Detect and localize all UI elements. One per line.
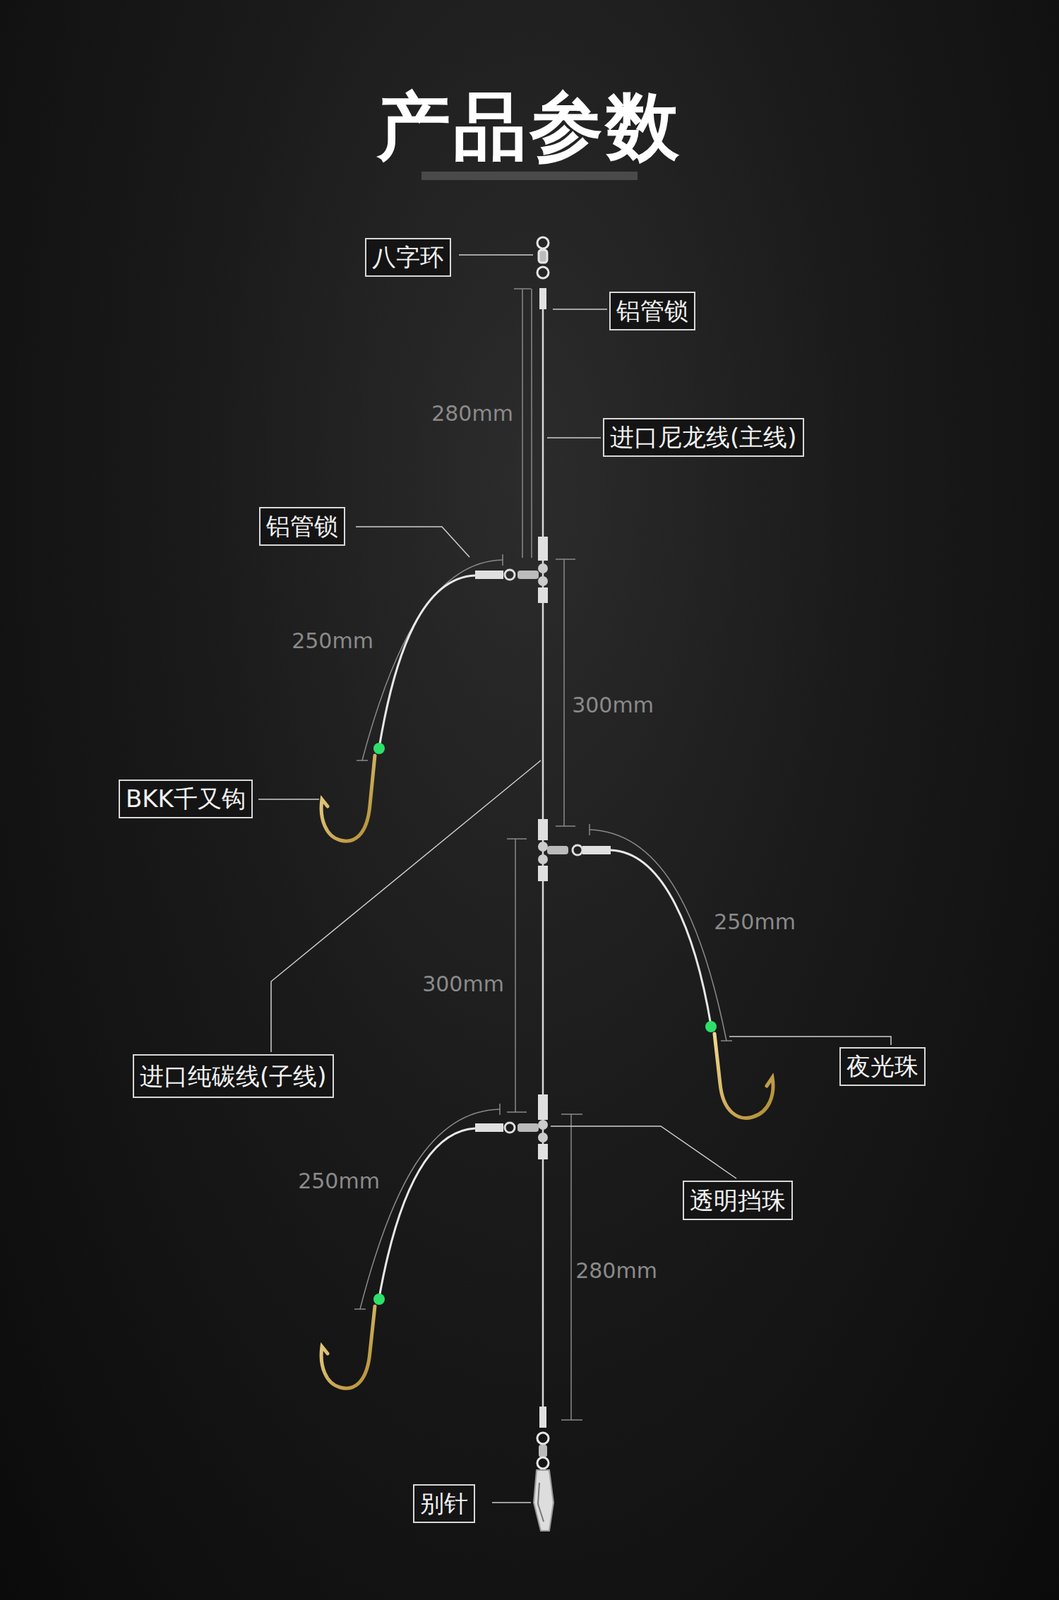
title-underline: [421, 171, 638, 181]
label-box: 夜光珠: [839, 1046, 926, 1086]
box-text: 八字环: [372, 242, 445, 273]
label-box: 铝管锁: [259, 506, 346, 546]
branch-2: [537, 818, 774, 1118]
dimension-label: 280mm: [572, 1258, 661, 1283]
dimension-label: 250mm: [295, 1168, 383, 1194]
box-text: 进口尼龙线(主线): [609, 422, 798, 453]
box-text: BKK千又钩: [125, 783, 246, 815]
box-text: 铝管锁: [616, 295, 689, 327]
top-crimp: [539, 288, 547, 310]
label-box: 进口尼龙线(主线): [602, 417, 805, 457]
box-text: 夜光珠: [846, 1051, 919, 1082]
branch-3: [321, 1094, 548, 1388]
dimension-label: 280mm: [428, 401, 517, 426]
label-box: 别针: [413, 1484, 476, 1523]
branch-1: [321, 536, 548, 841]
label-box: 透明挡珠: [682, 1180, 793, 1220]
box-text: 铝管锁: [266, 511, 339, 542]
dimension-label: 250mm: [710, 909, 799, 935]
diagram-title: 产品参数: [377, 78, 682, 178]
bottom-snap: [533, 1406, 554, 1531]
box-text: 透明挡珠: [689, 1185, 786, 1216]
label-box: 铝管锁: [609, 291, 696, 331]
dimension-label: 300mm: [569, 692, 657, 718]
label-box: 进口纯碳线(子线): [132, 1054, 334, 1098]
box-text: 进口纯碳线(子线): [139, 1061, 327, 1092]
dimension-label: 250mm: [288, 628, 377, 654]
label-box: BKK千又钩: [118, 779, 253, 819]
label-box: 八字环: [365, 237, 452, 277]
top-swivel: [537, 237, 549, 279]
leader-lines: [258, 254, 891, 1503]
dimension-lines: [354, 288, 733, 1420]
box-text: 别针: [420, 1488, 469, 1519]
dimension-label: 300mm: [419, 971, 507, 997]
